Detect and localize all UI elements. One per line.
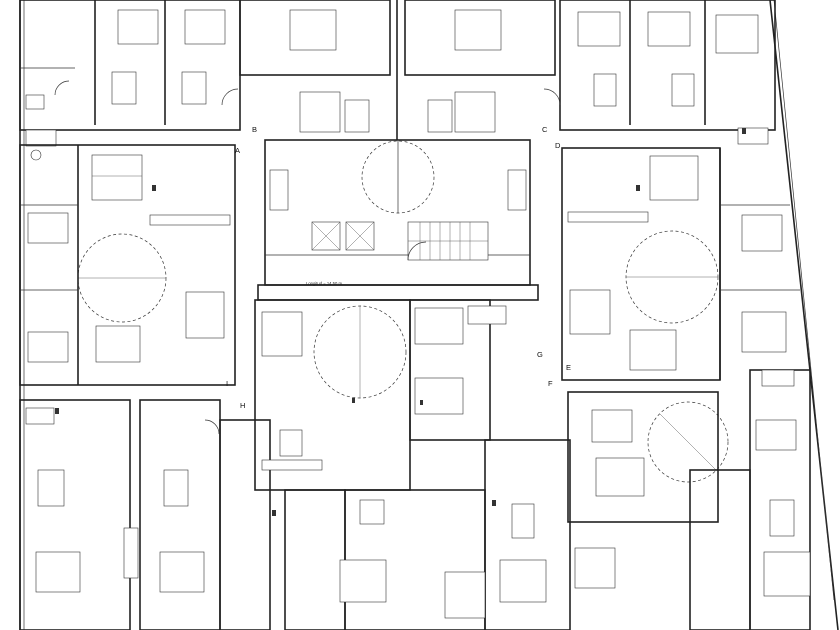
bed-double (649, 155, 699, 201)
bed-double (715, 14, 759, 54)
bed-double (185, 291, 225, 339)
bed-double (595, 457, 645, 497)
columns (55, 128, 746, 516)
bathroom (755, 419, 797, 451)
bathtub (427, 99, 453, 133)
washbasin (25, 94, 45, 110)
bathtub (25, 407, 55, 425)
apartment-center-lower (254, 299, 507, 491)
dining-table (269, 169, 289, 211)
bathtub (761, 369, 795, 387)
apartment-bottom-middle (284, 439, 616, 630)
dining-table (769, 499, 795, 537)
bathtub (467, 305, 507, 325)
sofa-set (763, 551, 811, 597)
sofa-set (577, 11, 621, 47)
bed-double (629, 329, 677, 371)
dining-table (671, 73, 695, 107)
marker-a: A (235, 146, 240, 155)
bed-double (574, 547, 616, 589)
sofa-set (159, 551, 205, 593)
dining-table (511, 503, 535, 539)
marker-c: C (542, 125, 548, 134)
apartment-top-middle (239, 0, 556, 211)
bed-double (261, 311, 303, 357)
sofa-set (184, 9, 226, 45)
dining-table (593, 73, 617, 107)
marker-d: D (555, 141, 561, 150)
bed-double (414, 377, 464, 415)
apartment-left-middle (19, 144, 236, 386)
dining-table (111, 71, 137, 105)
marker-h: H (240, 401, 245, 410)
bed-single (741, 311, 787, 353)
kitchen-counter (567, 211, 649, 223)
bed-double (95, 325, 141, 363)
kitchen-counter (149, 214, 231, 226)
marker-e: E (566, 363, 571, 372)
bed-single (741, 214, 783, 252)
bed-double (414, 307, 464, 345)
bathtub (25, 129, 57, 147)
dining-table (359, 499, 385, 525)
dining-table (37, 469, 65, 507)
dining-table (181, 71, 207, 105)
marker-b: B (252, 125, 257, 134)
apartment-bottom-right (567, 369, 811, 630)
marker-i: I (226, 379, 228, 388)
apartment-top-left (19, 0, 241, 161)
dining-table (507, 169, 527, 211)
marker-g: G (537, 350, 543, 359)
central-core: Longitud = 14.50 m (257, 139, 539, 301)
section-markers: A B C D E F G H I (226, 125, 571, 410)
dining-table (279, 429, 303, 457)
turning-circles (77, 140, 729, 483)
bed-double (591, 409, 633, 443)
stair (407, 221, 489, 261)
dining-table (163, 469, 189, 507)
bed-double (569, 289, 611, 335)
bed-double (91, 154, 143, 201)
bed-double (454, 9, 502, 51)
apartment-top-right (543, 0, 776, 145)
sofa-set (35, 551, 81, 593)
sideboard (123, 527, 139, 579)
marker-f: F (548, 379, 553, 388)
sofa-set (339, 559, 387, 603)
bed-double (289, 9, 337, 51)
sofa-set (499, 559, 547, 603)
kitchen-counter (261, 459, 323, 471)
bathroom (454, 91, 496, 133)
bathroom (299, 91, 341, 133)
bed-double (444, 571, 486, 619)
bed-single (27, 212, 69, 244)
bed-single (27, 331, 69, 363)
sofa-set (117, 9, 159, 45)
bathtub (344, 99, 370, 133)
apartment-right-middle (561, 147, 800, 381)
sofa-set (647, 11, 691, 47)
length-note: Longitud = 14.50 m (306, 281, 342, 286)
apartment-bottom-left (19, 399, 271, 630)
